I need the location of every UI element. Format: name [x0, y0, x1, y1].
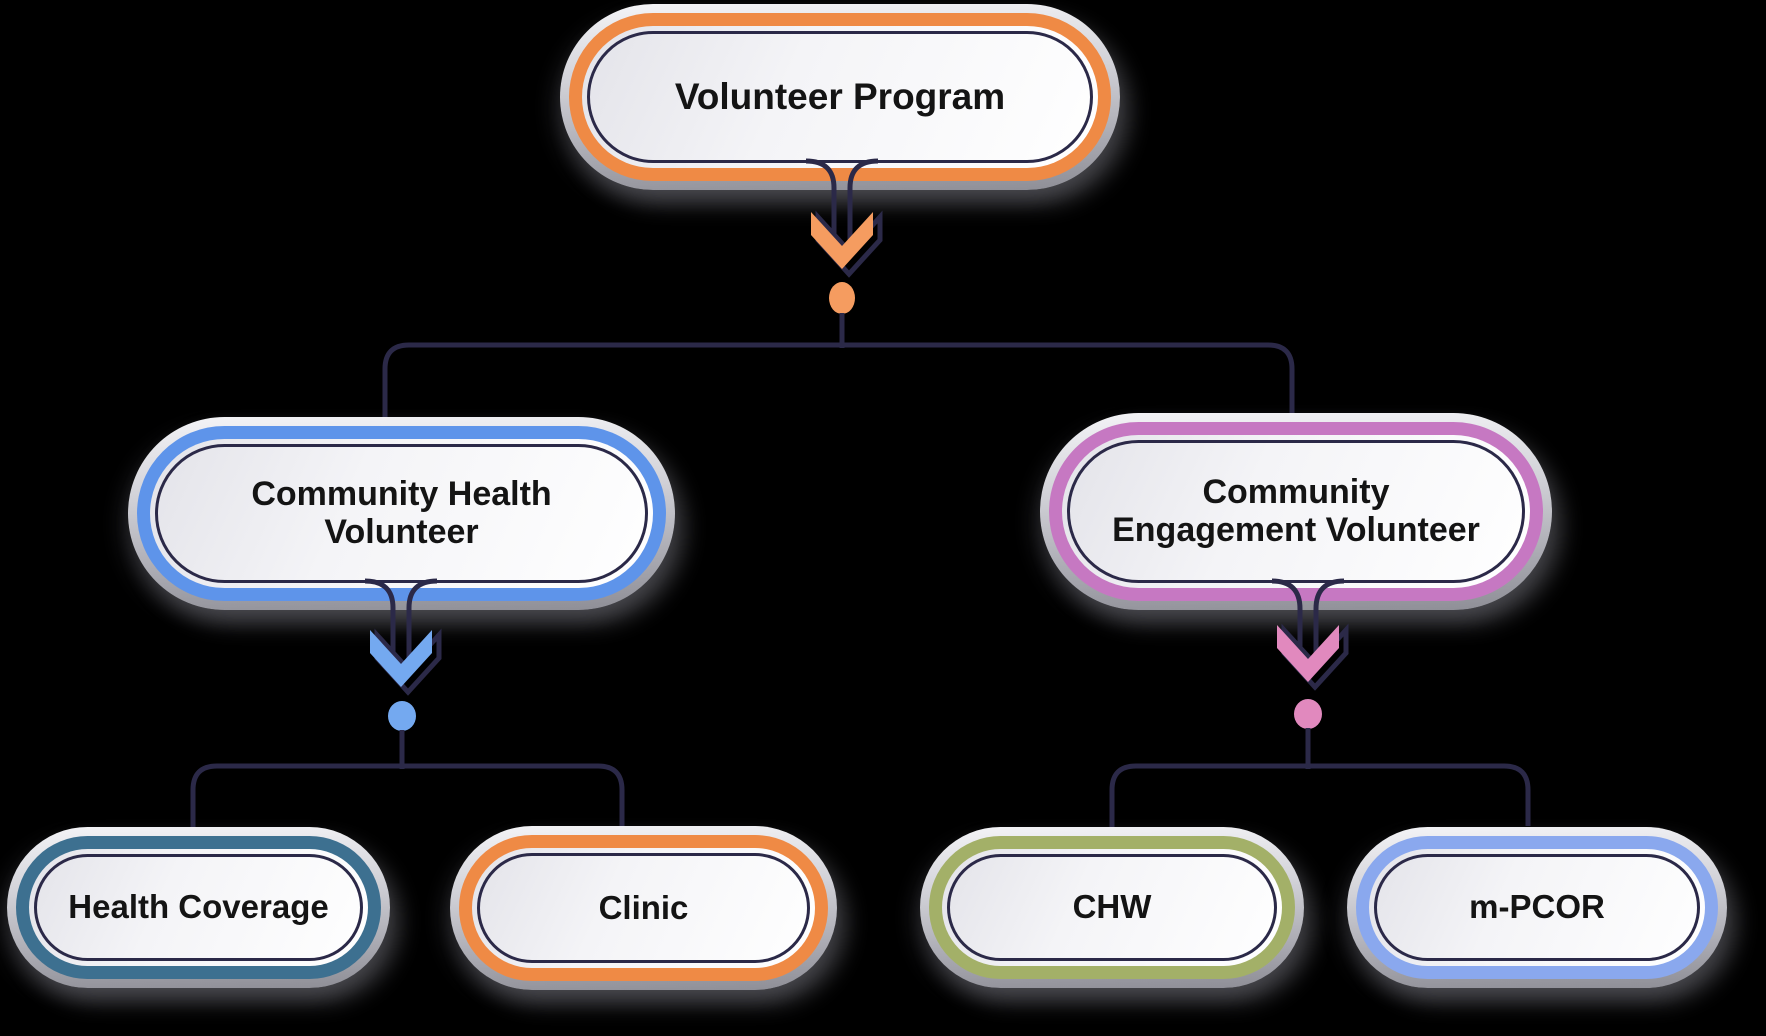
node-color-band: Clinic	[459, 835, 828, 981]
connector-right	[1109, 578, 1531, 827]
chevron-down-icon-blue	[370, 630, 432, 687]
label-line: Community	[1202, 473, 1390, 512]
node-fill: Health Coverage	[29, 849, 368, 966]
node-color-band: Volunteer Program	[569, 13, 1111, 181]
node-inner-ring: Health Coverage	[34, 854, 363, 961]
node-color-band: Community Health Volunteer	[137, 426, 666, 601]
node-clinic: Clinic	[450, 826, 837, 990]
connector-top	[382, 158, 1295, 417]
node-inner-ring: Volunteer Program	[587, 31, 1093, 163]
orange-dot	[829, 282, 855, 314]
node-label-health-coverage: Health Coverage	[68, 888, 329, 926]
node-label-clinic: Clinic	[598, 888, 689, 926]
node-fill: CHW	[942, 849, 1282, 966]
right-bus-line	[1109, 763, 1531, 827]
node-fill: Clinic	[472, 848, 815, 968]
node-color-band: m-PCOR	[1356, 836, 1718, 979]
label-line: Community Health	[251, 475, 552, 514]
label-line: CHW	[1072, 888, 1152, 926]
chevron-down-icon-orange-outline	[815, 210, 883, 278]
chevron-down-icon-orange	[811, 212, 873, 269]
left-bus-line	[190, 763, 625, 827]
node-inner-ring: Community Health Volunteer	[155, 444, 648, 583]
node-label-community-health-volunteer: Community Health Volunteer	[251, 475, 552, 551]
node-chw: CHW	[920, 827, 1304, 988]
label-line: Health Coverage	[68, 888, 329, 926]
node-fill: m-PCOR	[1369, 849, 1705, 966]
node-color-band: Community Engagement Volunteer	[1049, 422, 1543, 601]
node-fill: Volunteer Program	[582, 26, 1098, 168]
top-bus-line	[382, 342, 1295, 417]
node-color-band: Health Coverage	[16, 836, 381, 979]
label-line: Engagement Volunteer	[1112, 510, 1480, 549]
chevron-down-icon-blue-outline	[374, 628, 442, 696]
node-label-community-engagement-volunteer: Community Engagement Volunteer	[1112, 473, 1480, 549]
node-volunteer-program: Volunteer Program	[560, 4, 1120, 190]
chevron-down-icon-pink-outline	[1281, 623, 1349, 691]
node-label-volunteer-program: Volunteer Program	[674, 75, 1006, 118]
pink-dot	[1294, 699, 1322, 729]
label-line: m-PCOR	[1469, 888, 1605, 926]
connector-left	[190, 578, 625, 827]
blue-dot	[388, 701, 416, 731]
node-inner-ring: CHW	[947, 854, 1277, 961]
node-community-health-volunteer: Community Health Volunteer	[128, 417, 675, 610]
node-health-coverage: Health Coverage	[7, 827, 390, 988]
label-line: Volunteer Program	[674, 75, 1006, 117]
label-line: Volunteer	[324, 512, 479, 551]
node-fill: Community Health Volunteer	[150, 439, 653, 588]
node-label-m-pcor: m-PCOR	[1469, 888, 1605, 926]
node-color-band: CHW	[929, 836, 1295, 979]
chevron-down-icon-pink	[1277, 625, 1339, 682]
node-m-pcor: m-PCOR	[1347, 827, 1727, 988]
node-community-engagement-volunteer: Community Engagement Volunteer	[1040, 413, 1552, 610]
node-label-chw: CHW	[1072, 888, 1152, 926]
node-inner-ring: m-PCOR	[1374, 854, 1700, 961]
node-fill: Community Engagement Volunteer	[1062, 435, 1530, 588]
label-line: Clinic	[598, 888, 689, 926]
node-inner-ring: Community Engagement Volunteer	[1067, 440, 1525, 583]
node-inner-ring: Clinic	[477, 853, 810, 963]
